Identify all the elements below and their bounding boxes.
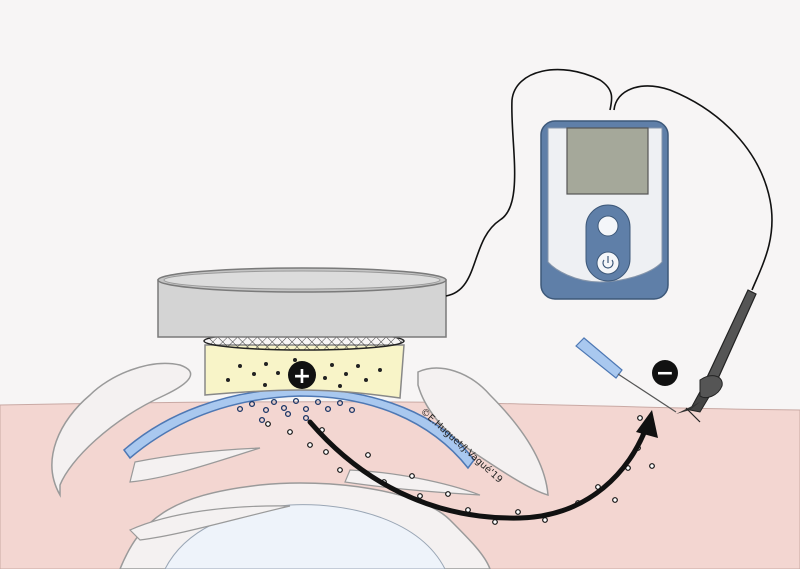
migration-arrow — [307, 410, 658, 521]
needle — [575, 337, 677, 413]
eyeball-inner — [164, 504, 446, 569]
cathode-cable — [613, 85, 773, 291]
anode-symbol: + — [288, 361, 316, 389]
device-top-button — [597, 215, 619, 237]
lower-lid-right — [344, 469, 481, 496]
iontophoresis-device — [540, 120, 669, 300]
right-eyelid — [417, 367, 549, 497]
lower-lid-left — [129, 447, 261, 483]
lower-fold — [128, 505, 291, 541]
cathode-symbol: − — [652, 360, 678, 386]
reservoir-particles — [226, 358, 382, 388]
cathode-clip — [676, 289, 757, 423]
anode-cable — [445, 68, 613, 297]
power-icon — [602, 256, 614, 269]
left-eyelid — [51, 362, 192, 498]
membrane-ions — [236, 397, 356, 424]
device-screen — [566, 127, 649, 195]
cornea-membrane — [122, 387, 475, 470]
svg-text:+: + — [293, 364, 311, 389]
svg-text:−: − — [656, 361, 674, 386]
electrode-housing — [157, 267, 447, 338]
